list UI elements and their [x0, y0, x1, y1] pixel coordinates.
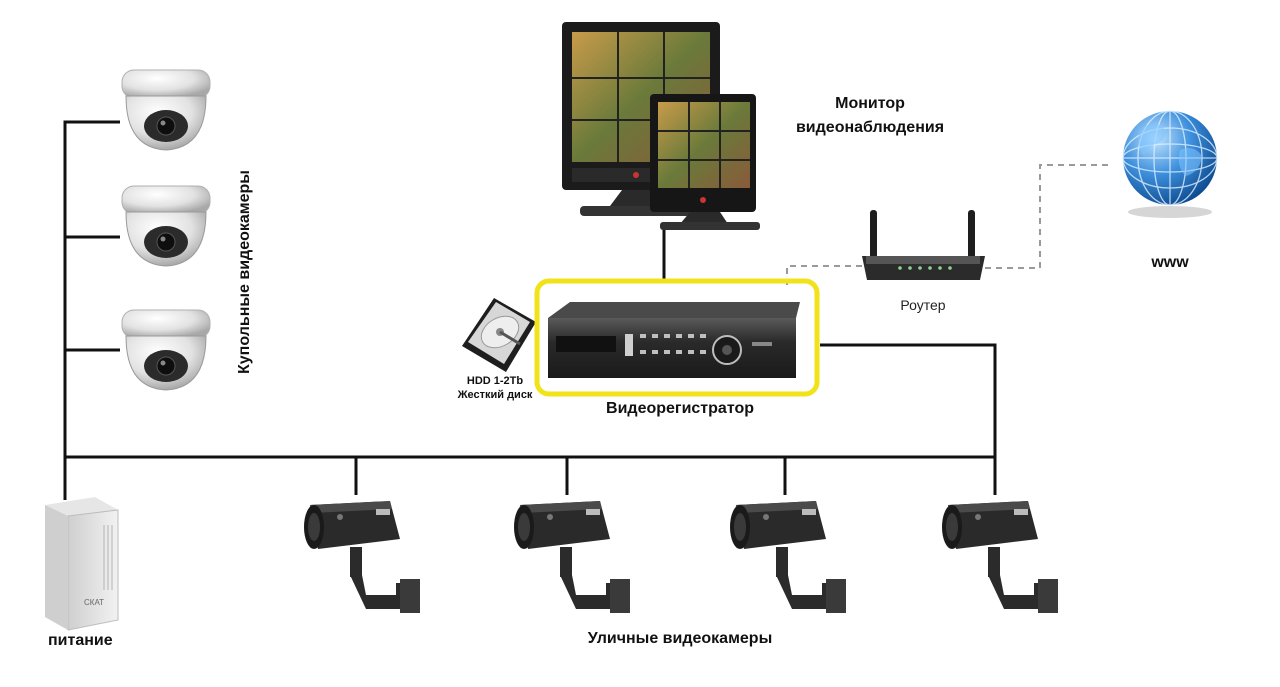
globe [1122, 110, 1218, 218]
street-camera-2 [514, 501, 630, 613]
monitor-label-line2: видеонаблюдения [795, 119, 945, 136]
dome-camera-3 [121, 309, 211, 391]
bullet-camera-icon [514, 501, 630, 613]
dome-camera-1 [121, 69, 211, 151]
monitor-icon [562, 22, 760, 230]
bullet-camera-icon [942, 501, 1058, 613]
bullet-camera-icon [730, 501, 846, 613]
psu-brand: СКАТ [84, 598, 104, 607]
internet-dashed-wire [786, 164, 1108, 285]
street-camera-1 [304, 501, 420, 613]
hdd-label-line1: HDD 1-2Tb [466, 375, 524, 387]
power-supply: СКАТ [45, 497, 119, 631]
street-camera-4 [942, 501, 1058, 613]
router [862, 210, 985, 280]
monitor-label: Монитор видеонаблюдения [760, 92, 980, 140]
dvr-icon [548, 302, 800, 378]
street-cameras-label: Уличные видеокамеры [587, 630, 773, 647]
bullet-camera-icon [304, 501, 420, 613]
dome-camera-icon [121, 69, 211, 151]
dome-camera-2 [121, 185, 211, 267]
router-label: Роутер [900, 297, 946, 313]
hdd-label: HDD 1-2Tb Жесткий диск [440, 374, 550, 402]
globe-icon [1122, 110, 1218, 218]
power-supply-icon: СКАТ [45, 497, 119, 631]
dome-cameras-bus-wire [63, 120, 120, 457]
hdd-icon [462, 298, 536, 372]
street-camera-3 [730, 501, 846, 613]
dvr-highlight-frame [534, 278, 820, 397]
dvr-label: Видеорегистратор [606, 400, 754, 417]
power-label: питание [48, 632, 113, 649]
dome-cameras-label: Купольные видеокамеры [236, 170, 253, 374]
monitor-label-line1: Монитор [835, 95, 905, 112]
dvr [534, 278, 820, 397]
dome-camera-icon [121, 185, 211, 267]
hdd-label-line2: Жесткий диск [457, 389, 533, 401]
monitor [562, 22, 760, 230]
dome-camera-icon [121, 309, 211, 391]
router-icon [862, 210, 985, 280]
hdd [462, 298, 536, 372]
wiring [63, 120, 997, 500]
main-bus-wire [65, 343, 997, 459]
www-label: www [1151, 254, 1189, 271]
